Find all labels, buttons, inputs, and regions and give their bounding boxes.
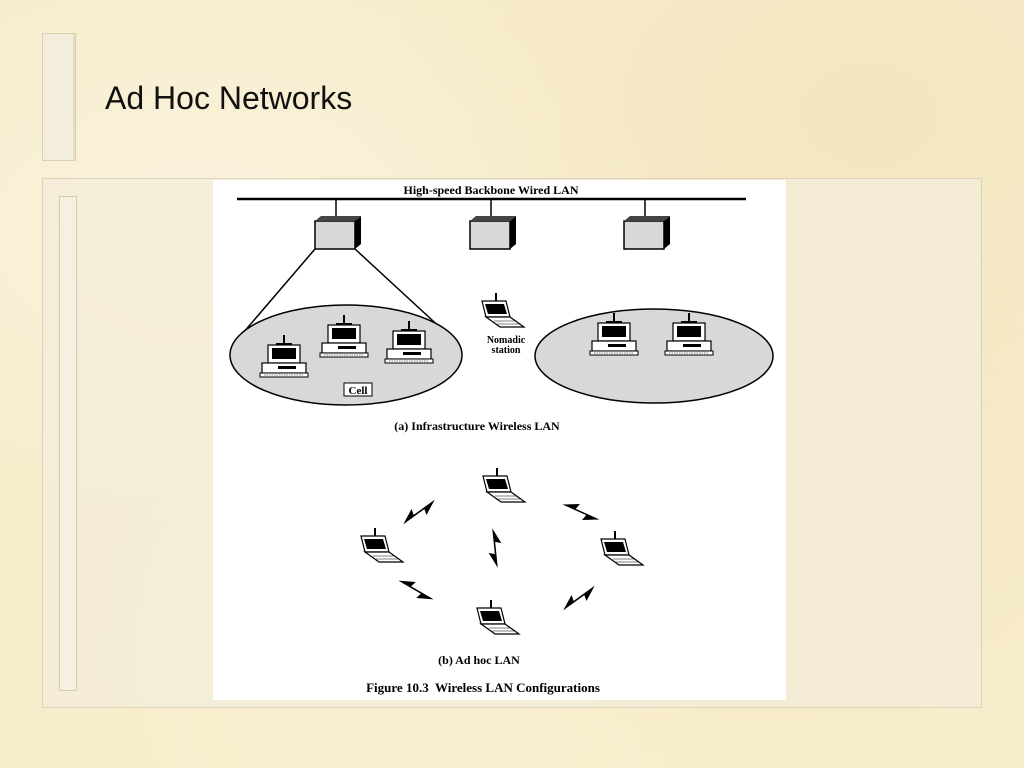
cell-right xyxy=(534,308,774,404)
figure-caption: Figure 10.3 Wireless LAN Configurations xyxy=(366,680,600,695)
wireless-link-icon xyxy=(559,498,603,526)
page-title: Ad Hoc Networks xyxy=(105,80,353,116)
backbone-label: High-speed Backbone Wired LAN xyxy=(403,183,578,197)
wireless-link-icon xyxy=(485,527,505,569)
decorative-bar-top xyxy=(42,33,76,161)
wireless-link-icon xyxy=(395,574,437,606)
cell-label: Cell xyxy=(349,385,368,397)
nomadic-label-line1: Nomadic xyxy=(487,335,526,346)
adhoc-laptop-top xyxy=(482,467,526,503)
wireless-link-icon xyxy=(398,494,440,530)
nomadic-label-line2: station xyxy=(492,345,521,356)
access-point-2 xyxy=(469,215,517,250)
adhoc-laptop-right xyxy=(600,530,644,566)
adhoc-laptop-left xyxy=(360,527,404,563)
wireless-link-icon xyxy=(558,580,600,616)
access-point-3 xyxy=(623,215,671,250)
caption-adhoc: (b) Ad hoc LAN xyxy=(438,653,520,667)
caption-infrastructure: (a) Infrastructure Wireless LAN xyxy=(394,419,560,433)
adhoc-laptop-bottom xyxy=(476,599,520,635)
access-point-1 xyxy=(314,215,362,250)
wireless-lan-diagram: High-speed Backbone Wired LAN Cell Nomad… xyxy=(229,183,774,695)
nomadic-laptop xyxy=(481,292,525,328)
decorative-bar-inner xyxy=(59,196,77,691)
wireless-lan-figure: High-speed Backbone Wired LAN Cell Nomad… xyxy=(213,180,786,700)
